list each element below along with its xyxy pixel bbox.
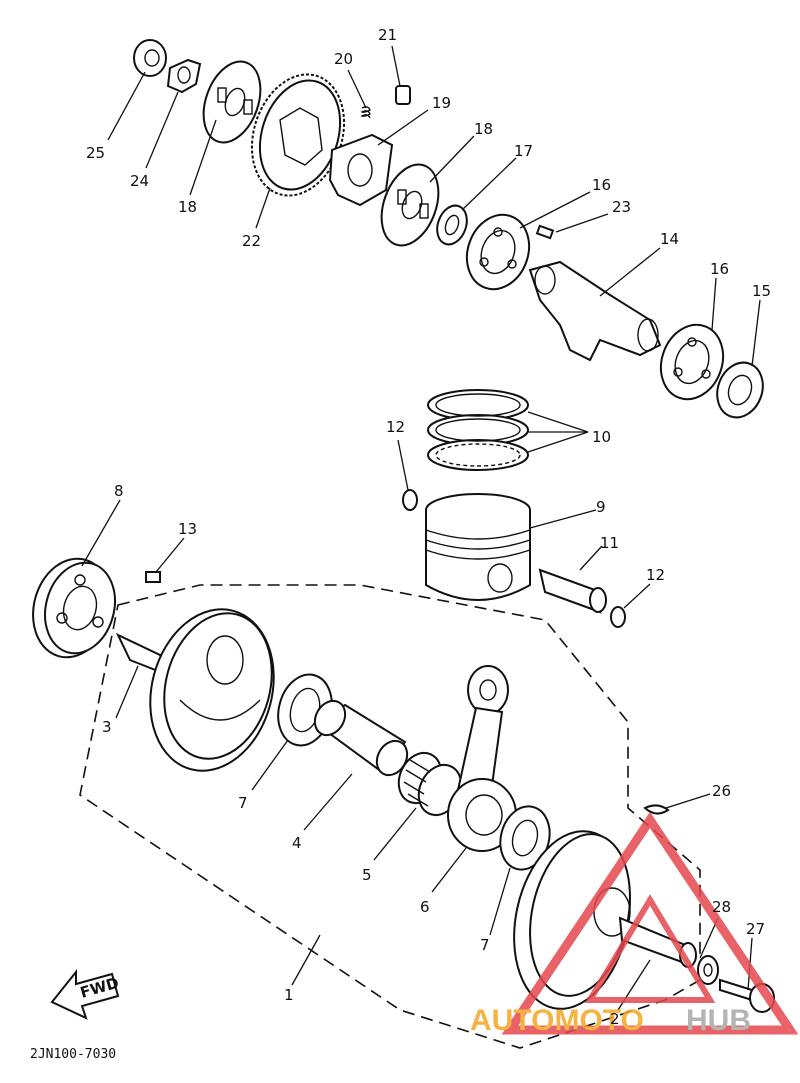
label-25: 25 xyxy=(86,144,105,162)
watermark-text-1: AUTOMOTO xyxy=(470,1004,644,1037)
label-21: 21 xyxy=(378,26,397,44)
label-17: 17 xyxy=(514,142,533,160)
part-24-lock-washer xyxy=(166,58,202,94)
label-18b: 18 xyxy=(474,120,493,138)
assembly-outline xyxy=(79,584,701,1049)
part-6-connecting-rod xyxy=(447,665,517,852)
label-20: 20 xyxy=(334,50,353,68)
part-10-piston-rings xyxy=(427,389,529,471)
part-17-washer xyxy=(436,204,468,246)
label-9: 9 xyxy=(596,498,606,516)
label-4: 4 xyxy=(292,834,302,852)
label-26: 26 xyxy=(712,782,731,800)
label-18a: 18 xyxy=(178,198,197,216)
part-12-circlip-right xyxy=(610,606,626,628)
watermark: AUTOMOTO HUB xyxy=(470,811,799,1037)
label-1: 1 xyxy=(284,986,294,1004)
label-13: 13 xyxy=(178,520,197,538)
label-5: 5 xyxy=(362,866,372,884)
leader-lines xyxy=(81,45,761,1011)
part-9-piston xyxy=(425,493,531,601)
label-16b: 16 xyxy=(710,260,729,278)
label-6: 6 xyxy=(420,898,430,916)
part-23-key xyxy=(535,224,555,240)
part-7-washer-right xyxy=(499,805,551,871)
label-15: 15 xyxy=(752,282,771,300)
label-7a: 7 xyxy=(238,794,248,812)
label-14: 14 xyxy=(660,230,679,248)
part-labels: 21 20 19 18 17 16 23 14 16 15 25 24 18 2… xyxy=(86,26,771,1028)
watermark-text-2: HUB xyxy=(686,1004,751,1037)
label-23: 23 xyxy=(612,198,631,216)
part-19-hub xyxy=(328,133,394,207)
part-25-nut xyxy=(133,39,167,77)
part-22-primary-gear xyxy=(250,73,346,197)
drawing-code: 2JN100-7030 xyxy=(30,1047,116,1062)
part-8-bearing-left xyxy=(32,557,116,659)
fwd-arrow: FWD xyxy=(50,969,121,1020)
part-18-plate-top xyxy=(202,60,262,144)
label-11: 11 xyxy=(600,534,619,552)
part-11-piston-pin xyxy=(538,568,607,614)
part-15-oil-seal xyxy=(716,361,764,419)
label-28: 28 xyxy=(712,898,731,916)
part-21-pin xyxy=(395,85,411,105)
part-20-spring xyxy=(360,106,371,119)
part-4-crank-pin xyxy=(313,699,409,777)
label-3: 3 xyxy=(102,718,112,736)
label-12b: 12 xyxy=(646,566,665,584)
part-26-key xyxy=(643,804,670,815)
part-16-bearing-right xyxy=(659,323,725,401)
label-27: 27 xyxy=(746,920,765,938)
part-18-plate-second xyxy=(380,163,440,247)
label-8: 8 xyxy=(114,482,124,500)
part-14-crankshaft-half xyxy=(528,260,662,362)
label-22: 22 xyxy=(242,232,261,250)
label-10: 10 xyxy=(592,428,611,446)
label-2: 2 xyxy=(610,1010,620,1028)
label-16a: 16 xyxy=(592,176,611,194)
part-12-circlip-left xyxy=(402,489,418,511)
label-19: 19 xyxy=(432,94,451,112)
label-12a: 12 xyxy=(386,418,405,436)
label-7b: 7 xyxy=(480,936,490,954)
part-3-crank-left xyxy=(115,608,275,772)
part-28-washer xyxy=(697,955,719,985)
part-16-bearing-top xyxy=(465,213,531,291)
label-24: 24 xyxy=(130,172,149,190)
part-13-key xyxy=(145,571,161,583)
